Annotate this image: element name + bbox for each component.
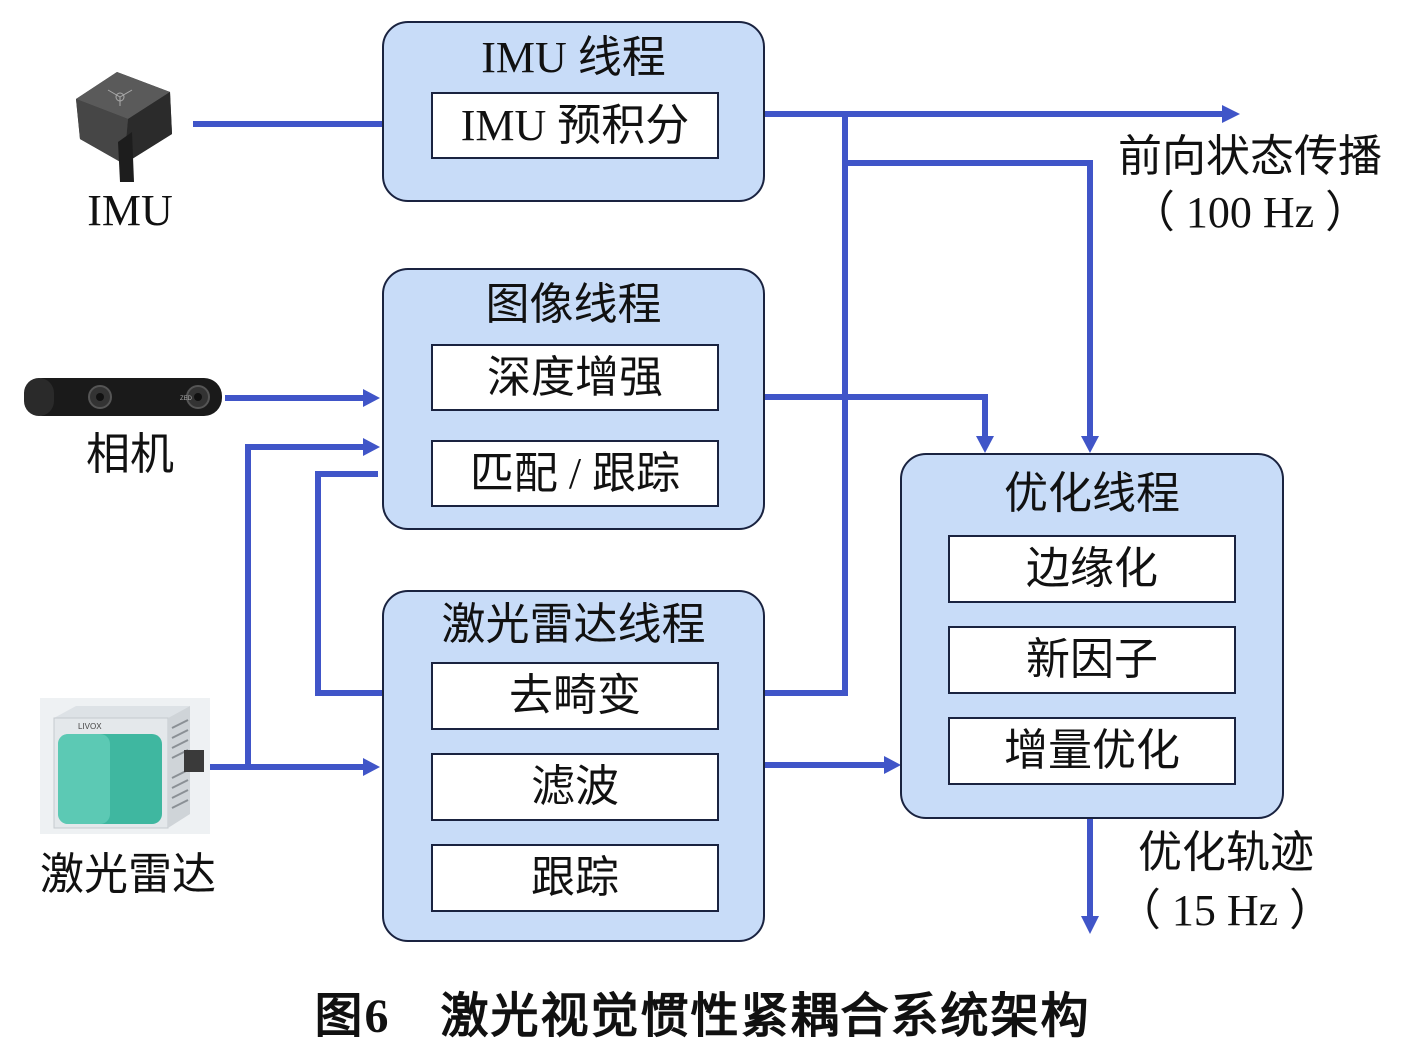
- arrow-imu-to-optimization: [845, 160, 1093, 440]
- arrowhead: [1222, 105, 1240, 123]
- image-thread: 图像线程 深度增强 匹配 / 跟踪: [382, 268, 765, 530]
- stereo-camera-image: ZED: [22, 374, 226, 422]
- image-thread-title: 图像线程: [485, 280, 662, 329]
- forward-propagation-label: 前向状态传播: [1118, 132, 1382, 181]
- lidar-brand-text: LIVOX: [78, 722, 102, 731]
- arrowhead: [363, 389, 380, 407]
- lidar-sensor-label: 激光雷达: [40, 850, 216, 899]
- imu-thread: IMU 线程 IMU 预积分: [382, 21, 765, 202]
- figure-caption: 图6 激光视觉惯性紧耦合系统架构: [314, 990, 1091, 1043]
- arrowhead: [1081, 916, 1099, 934]
- forward-propagation-rate: （ 100 Hz ）: [1130, 188, 1370, 237]
- lidar-thread-title: 激光雷达线程: [441, 600, 706, 649]
- deskew-step: 去畸变: [431, 662, 719, 730]
- optimized-trajectory-label: 优化轨迹: [1138, 828, 1314, 877]
- lidar-thread: 激光雷达线程 去畸变 滤波 跟踪: [382, 590, 765, 942]
- imu-device-image: [62, 64, 184, 186]
- imu-preintegration-step: IMU 预积分: [431, 92, 719, 159]
- depth-enhancement-step: 深度增强: [431, 344, 719, 411]
- arrowhead: [363, 438, 380, 456]
- arrowhead: [1081, 436, 1099, 453]
- lidar-tracking-step: 跟踪: [431, 844, 719, 912]
- arrowhead: [976, 436, 994, 453]
- new-factor-step: 新因子: [948, 626, 1236, 694]
- arrow-imu-to-deskew: [728, 114, 848, 696]
- optimized-trajectory-rate: （ 15 Hz ）: [1116, 886, 1334, 935]
- imu-sensor-label: IMU: [87, 186, 173, 235]
- arrow-image-to-deskew: [315, 471, 418, 696]
- arrow-lidar-to-image-thread: [208, 444, 366, 770]
- arrowhead: [884, 756, 901, 774]
- marginalization-step: 边缘化: [948, 535, 1236, 603]
- imu-thread-title: IMU 线程: [481, 33, 666, 82]
- filter-step: 滤波: [431, 753, 719, 821]
- camera-brand-text: ZED: [180, 396, 193, 402]
- lidar-device-image: LIVOX: [40, 698, 210, 834]
- optimization-thread-title: 优化线程: [1004, 469, 1180, 518]
- optimization-thread: 优化线程 边缘化 新因子 增量优化: [900, 453, 1284, 819]
- incremental-optimization-step: 增量优化: [948, 717, 1236, 785]
- arrow-image-to-optimization: [764, 394, 988, 440]
- camera-sensor-label: 相机: [86, 430, 174, 479]
- matching-tracking-step: 匹配 / 跟踪: [431, 440, 719, 507]
- arrowhead: [363, 758, 380, 776]
